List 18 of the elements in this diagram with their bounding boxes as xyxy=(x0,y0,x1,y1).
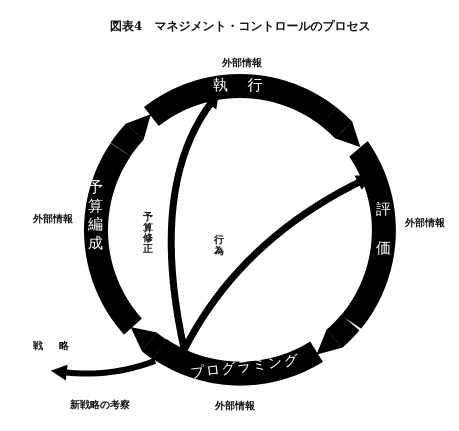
curved-arrow xyxy=(50,358,156,380)
annotation-label: 戦略 xyxy=(33,340,85,353)
figure-title: 図表4 マネジメント・コントロールのプロセス xyxy=(110,18,370,35)
ring-segment xyxy=(144,74,336,126)
annotation-label: 外部情報 xyxy=(222,56,262,70)
annotation-label: 外部情報 xyxy=(405,216,445,230)
ring-segment xyxy=(152,339,323,386)
stage-label: 執行 xyxy=(212,76,282,95)
stage-label: プログラミング xyxy=(189,351,300,383)
annotation-label: 外部情報 xyxy=(215,400,255,413)
stage-label: 評価 xyxy=(376,198,391,259)
cycle-arrow xyxy=(318,106,360,148)
annotation-label: 外部情報 xyxy=(33,212,73,226)
edge-label: 行為 xyxy=(214,236,224,257)
annotation-label: 新戦略の考察 xyxy=(70,398,130,412)
edge-label: 予算修正 xyxy=(143,213,153,255)
ring-segment xyxy=(341,140,396,328)
ring-segment xyxy=(84,142,142,334)
